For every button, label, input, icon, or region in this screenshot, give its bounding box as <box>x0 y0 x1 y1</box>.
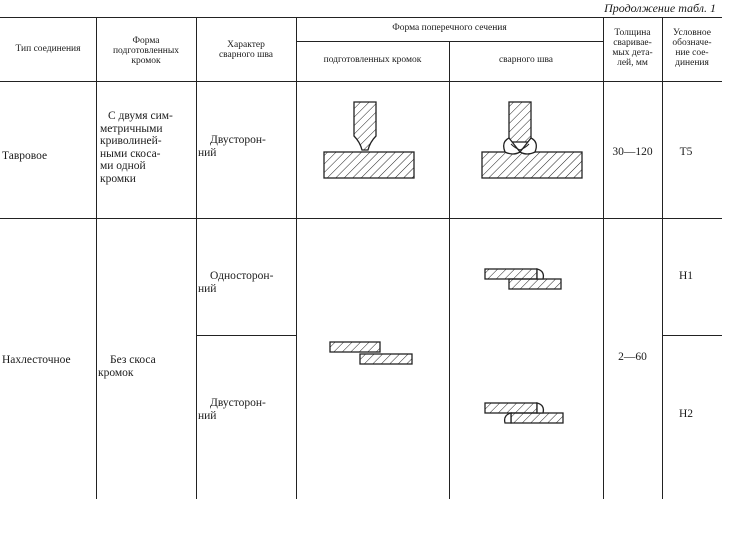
row2b-weld-character: Двусторон- ний <box>198 397 266 422</box>
row2-thickness: 2—60 <box>618 351 647 363</box>
header-rule <box>0 81 722 82</box>
lap-two-sided-weld-figure <box>484 402 564 424</box>
header-weld-character: Характер сварного шва <box>218 40 274 60</box>
col-divider-4 <box>449 41 450 499</box>
header-designation: Условное обозначе- ние сое- динения <box>672 28 712 68</box>
row2-joint-type: Нахлесточное <box>2 354 71 366</box>
header-thickness: Толщина свариваe- мых дета- лей, мм <box>612 28 653 68</box>
subrow-divider-right <box>662 335 722 336</box>
header-cross-section: Форма поперечного сечения <box>392 23 507 33</box>
col-divider-6 <box>662 17 663 499</box>
subrow-divider <box>196 335 296 336</box>
row1-edge-form: С двумя сим- метричными криволиней- ными… <box>100 110 173 185</box>
row1-designation: Т5 <box>679 146 693 158</box>
row2b-designation: Н2 <box>678 408 694 420</box>
col-divider-5 <box>603 17 604 499</box>
col-divider-1 <box>96 17 97 499</box>
tee-weld-seam-figure <box>481 101 583 179</box>
lap-prepared-edges-figure <box>329 341 413 365</box>
row1-weld-character: Двусторон- ний <box>198 134 266 159</box>
tee-prepared-edges-figure <box>323 101 415 179</box>
col-divider-3 <box>296 17 297 499</box>
header-joint-type: Тип соединения <box>15 44 81 54</box>
row2a-weld-character: Односторон- ний <box>198 270 274 295</box>
lap-one-sided-weld-figure <box>484 268 562 290</box>
table-caption: Продолжение табл. 1 <box>604 1 716 15</box>
row-divider <box>0 218 722 219</box>
header-weld-seam: сварного шва <box>498 55 554 65</box>
col-divider-2 <box>196 17 197 499</box>
row2a-designation: Н1 <box>678 270 694 282</box>
row1-joint-type: Тавровое <box>2 150 48 162</box>
row1-thickness: 30—120 <box>612 146 653 158</box>
header-edge-form: Форма подготовленных кромок <box>112 36 180 66</box>
top-rule <box>0 17 722 18</box>
header-prepared-edges: подготовленных кромок <box>323 55 422 65</box>
row2-edge-form: Без скоса кромок <box>98 354 156 379</box>
